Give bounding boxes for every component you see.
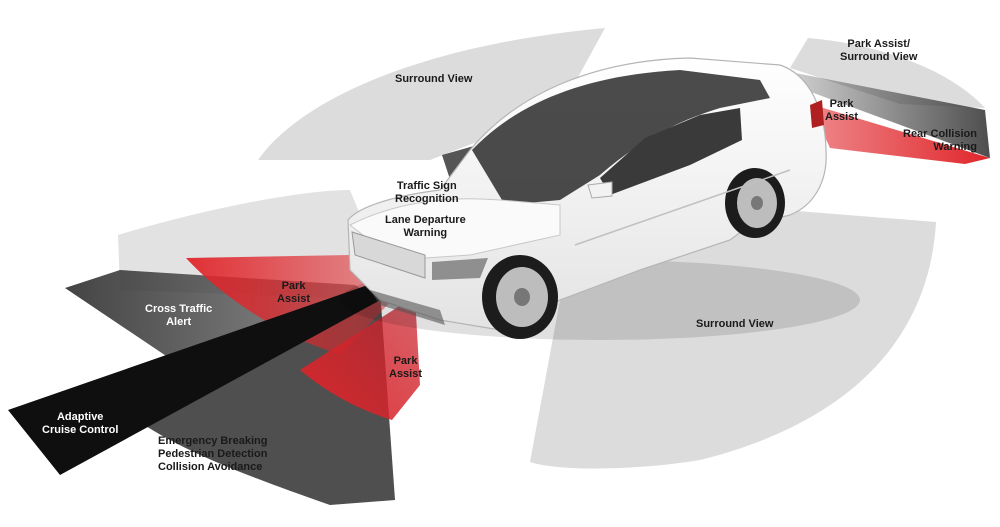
label-line: Alert [145,316,212,329]
label-lane-departure: Lane Departure Warning [385,214,466,240]
label-surround-view-top: Surround View [395,73,472,86]
label-line: Cruise Control [42,424,118,437]
label-line: Pedestrian Detection [158,448,267,461]
label-park-assist-front-right: Park Assist [389,355,422,381]
label-line: Assist [825,111,858,124]
label-line: Traffic Sign [395,180,459,193]
label-adaptive-cruise: Adaptive Cruise Control [42,411,118,437]
label-park-assist-rear: Park Assist [825,98,858,124]
label-park-assist-surround: Park Assist/ Surround View [840,38,917,64]
label-line: Recognition [395,193,459,206]
label-line: Park [389,355,422,368]
label-line: Adaptive [42,411,118,424]
label-line: Surround View [840,51,917,64]
label-line: Emergency Breaking [158,435,267,448]
label-rear-collision: Rear Collision Warning [903,128,977,154]
label-line: Warning [903,141,977,154]
label-line: Park Assist/ [840,38,917,51]
label-traffic-sign: Traffic Sign Recognition [395,180,459,206]
label-line: Lane Departure [385,214,466,227]
label-park-assist-front-left: Park Assist [277,280,310,306]
label-line: Collision Avoidance [158,461,267,474]
label-surround-view-right: Surround View [696,318,773,331]
label-line: Park [825,98,858,111]
label-cross-traffic: Cross Traffic Alert [145,303,212,329]
label-text: Surround View [696,318,773,330]
label-line: Warning [385,227,466,240]
label-line: Park [277,280,310,293]
label-text: Surround View [395,73,472,85]
label-line: Assist [389,368,422,381]
label-line: Assist [277,293,310,306]
label-emergency: Emergency Breaking Pedestrian Detection … [158,435,267,474]
label-line: Rear Collision [903,128,977,141]
label-line: Cross Traffic [145,303,212,316]
